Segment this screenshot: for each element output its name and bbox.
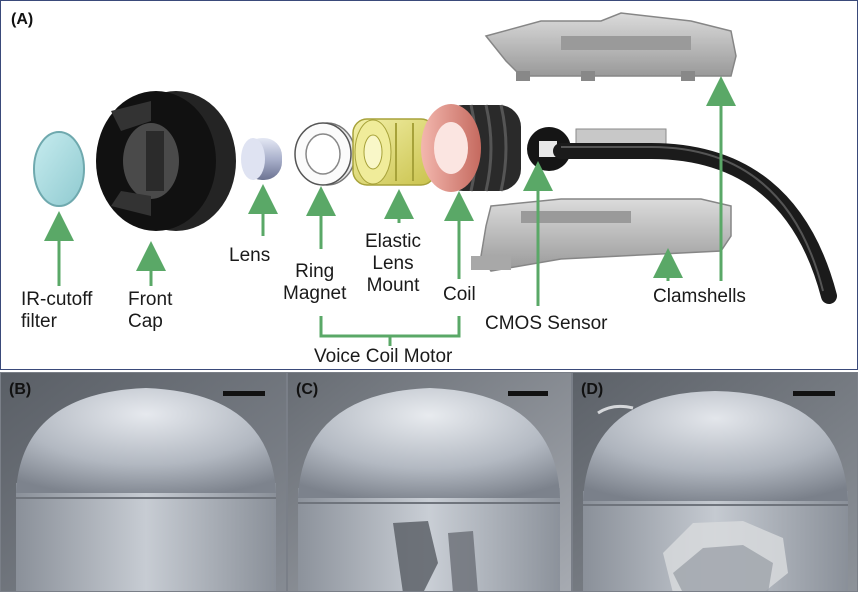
label-cmos-sensor: CMOS Sensor [485, 313, 608, 334]
arrows [44, 76, 736, 306]
panel-b-sem-image: (B) [0, 372, 287, 592]
panel-a-exploded-view: (A) IR-cutoff filter Front Cap Lens Ring… [0, 0, 858, 370]
coil-part [421, 104, 521, 192]
label-front-cap: Front Cap [128, 289, 173, 332]
voice-coil-motor-bracket [319, 316, 461, 338]
label-voice-coil-motor: Voice Coil Motor [314, 346, 453, 367]
label-elastic-lens-mount: Elastic Lens Mount [365, 231, 421, 296]
front-cap-part [96, 91, 236, 231]
label-clamshells: Clamshells [653, 286, 746, 307]
scale-bar-b [223, 391, 265, 396]
lens-part [241, 138, 282, 180]
elastic-lens-mount-part [352, 118, 436, 186]
panel-a-letter: (A) [11, 11, 34, 28]
panel-b-letter: (B) [9, 381, 32, 398]
exploded-diagram [33, 12, 837, 346]
panel-d-letter: (D) [581, 381, 604, 398]
clamshell-top-part [484, 12, 737, 81]
scale-bar-d [793, 391, 835, 396]
label-ir-cutoff-filter: IR-cutoff filter [21, 289, 93, 332]
label-ring-magnet: Ring Magnet [283, 261, 347, 304]
clamshell-bottom-part [471, 198, 732, 272]
panel-d-sem-image: (D) [572, 372, 858, 592]
panel-c-letter: (C) [296, 381, 319, 398]
label-lens: Lens [229, 245, 271, 266]
panel-c-sem-image: (C) [287, 372, 572, 592]
ir-cutoff-filter-part [33, 131, 85, 207]
ring-magnet-part [294, 122, 356, 186]
scale-bar-c [508, 391, 548, 396]
cable-part [553, 143, 837, 304]
label-coil: Coil [443, 284, 476, 305]
